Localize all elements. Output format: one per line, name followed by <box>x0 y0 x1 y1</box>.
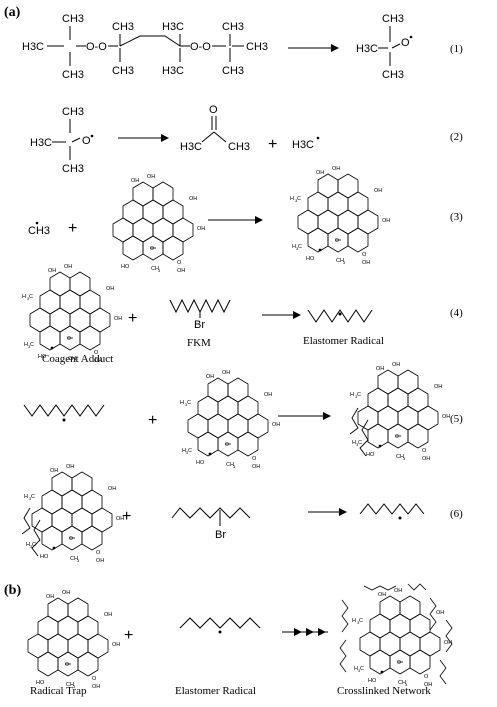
r2-reactant-top: CH3 <box>62 106 84 118</box>
r2-acetone-left: H3C <box>180 141 202 153</box>
r2-reactant-bottom: CH3 <box>62 163 84 175</box>
panel-b-label: (b) <box>4 583 21 598</box>
r1-peroxide-2: O-O <box>190 41 211 53</box>
b-multistep-arrow <box>282 628 328 636</box>
r1-top-right-methyl: CH3 <box>222 21 244 33</box>
equation-number-3: (3) <box>450 211 463 223</box>
r1-bottom-right-methyl: CH3 <box>222 65 244 77</box>
r6-grafted-adduct <box>24 464 124 564</box>
r1-lower-methyl-1: CH3 <box>112 65 134 77</box>
r4-elastomer-radical-chain <box>307 309 373 323</box>
r4-coagent-adduct <box>22 264 122 364</box>
equation-number-5: (5) <box>450 413 463 425</box>
b-network-chains <box>339 583 453 685</box>
r3-plus: + <box>68 220 77 237</box>
reaction-2: CH3 H3C O CH3 H3C O CH3 + H3C <box>30 104 320 175</box>
r5-plus: + <box>148 412 157 429</box>
b-radical-trap-molecule <box>28 590 120 690</box>
r4-fkm-label: FKM <box>187 337 211 349</box>
r1-peroxide-1: O-O <box>86 41 107 53</box>
reaction-6: + Br <box>21 464 425 564</box>
r4-fkm-chain <box>169 298 231 314</box>
r1-product-oxygen: O <box>401 37 410 49</box>
panel-b: Radical Trap + Elastomer Radical Crossli… <box>28 583 453 697</box>
r3-coagent-molecule <box>113 174 205 274</box>
r1-product-bottom: CH3 <box>382 69 404 81</box>
r3-methyl-radical: CH3 <box>28 225 50 237</box>
r1-upper-methyl-1: CH3 <box>112 21 134 33</box>
equation-number-4: (4) <box>450 307 463 319</box>
r1-bottom-left-methyl: CH3 <box>62 69 84 81</box>
equation-number-2: (2) <box>450 131 463 143</box>
reaction-3: CH3 + <box>28 166 390 274</box>
b-elastomer-radical-chain <box>179 617 261 629</box>
reaction-1: CH3 H3C CH3 O-O CH3 CH3 H3C H3C O-O CH3 … <box>22 13 413 81</box>
r3-adduct-molecule <box>290 166 390 266</box>
r6-br-label: Br <box>215 529 226 541</box>
panel-a-label: (a) <box>4 5 21 20</box>
r1-left-methyl: H3C <box>22 41 44 53</box>
r1-right-methyl: CH3 <box>246 41 268 53</box>
r1-top-left-methyl: CH3 <box>62 13 84 25</box>
r4-br-label: Br <box>194 319 205 331</box>
b-elastomer-radical-label: Elastomer Radical <box>175 685 256 697</box>
r1-product-left: H3C <box>356 43 378 55</box>
b-radical-trap-label: Radical Trap <box>30 685 87 697</box>
r6-elastomer-radical <box>359 503 425 515</box>
r1-upper-methyl-2: H3C <box>162 21 184 33</box>
reaction-5: + <box>23 362 450 470</box>
r5-elastomer-radical <box>23 404 105 417</box>
r2-acetone-right: CH3 <box>228 141 250 153</box>
r2-plus: + <box>268 136 277 153</box>
b-crosslinked-network-molecule <box>352 588 452 688</box>
r5-grafted-adduct <box>350 362 450 462</box>
r2-acetone-oxygen: O <box>209 104 218 116</box>
r2-reactant-left: H3C <box>30 137 52 149</box>
r1-lower-methyl-2: H3C <box>162 65 184 77</box>
r2-methyl-radical: H3C <box>292 139 314 151</box>
r6-plus: + <box>122 508 131 525</box>
equation-number-6: (6) <box>450 508 463 520</box>
r5-coagent-adduct <box>180 370 280 470</box>
equation-number-1: (1) <box>450 43 463 55</box>
reaction-4: Coagent Adduct + Br FKM Elastomer Radica… <box>22 264 384 365</box>
r2-reactant-oxygen: O <box>82 135 91 147</box>
r1-product-top: CH3 <box>382 13 404 25</box>
r6-brominated-chain <box>171 507 251 519</box>
b-plus: + <box>124 627 133 644</box>
r4-plus: + <box>128 310 137 327</box>
b-crosslinked-network-label: Crosslinked Network <box>337 685 431 697</box>
r4-product-label: Elastomer Radical <box>303 335 384 347</box>
r4-adduct-label: Coagent Adduct <box>42 353 113 365</box>
